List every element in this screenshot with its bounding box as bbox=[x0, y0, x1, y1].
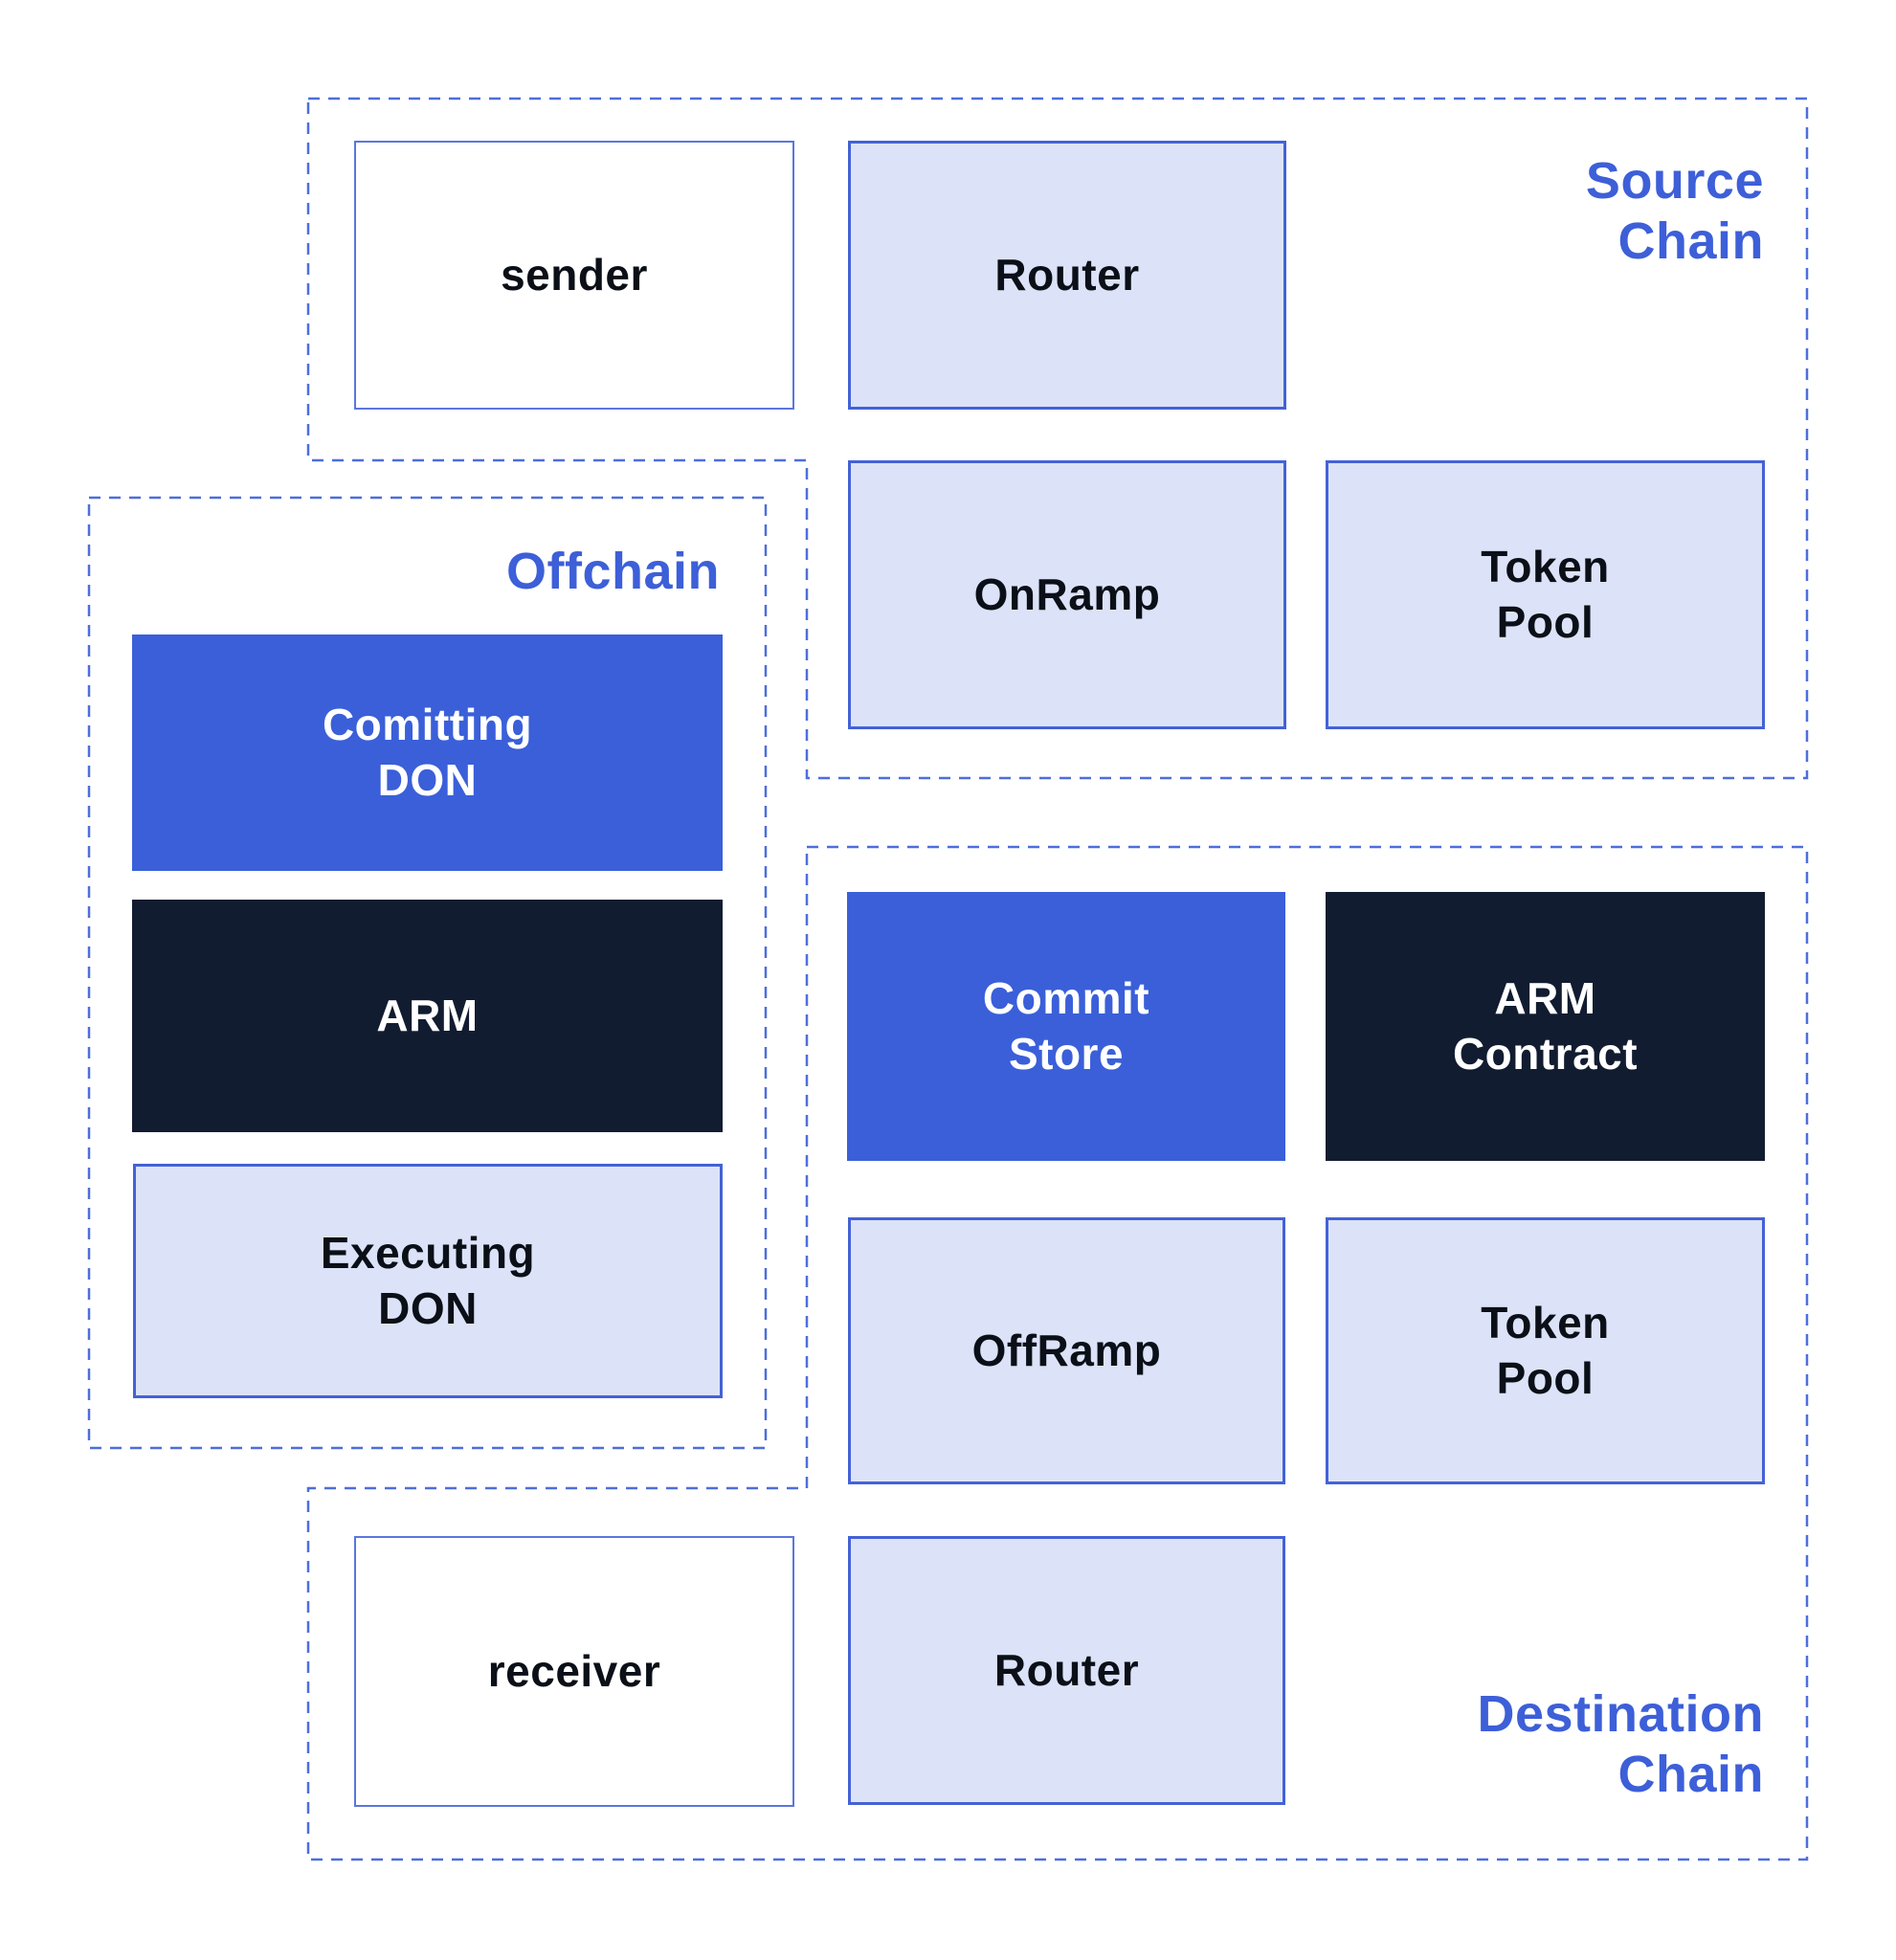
onramp-box: OnRamp bbox=[848, 460, 1286, 729]
receiver-box: receiver bbox=[354, 1536, 794, 1807]
source-chain-outline bbox=[306, 97, 1809, 780]
destination-chain-label: Destination Chain bbox=[1477, 1685, 1764, 1803]
offramp-box: OffRamp bbox=[848, 1217, 1285, 1484]
source-router-label: Router bbox=[994, 249, 1140, 300]
offramp-label: OffRamp bbox=[971, 1325, 1162, 1375]
source-token-pool-label: Token Pool bbox=[1481, 541, 1610, 647]
source-router-box: Router bbox=[848, 141, 1286, 410]
destination-router-box: Router bbox=[848, 1536, 1285, 1805]
source-chain-label: Source Chain bbox=[1585, 152, 1764, 270]
comitting-don-box: Comitting DON bbox=[132, 635, 723, 871]
commit-store-box: Commit Store bbox=[847, 892, 1285, 1161]
offchain-outline bbox=[87, 496, 768, 1450]
offchain-label: Offchain bbox=[505, 543, 720, 600]
destination-token-pool-label: Token Pool bbox=[1481, 1297, 1610, 1403]
sender-box: sender bbox=[354, 141, 794, 410]
source-token-pool-box: Token Pool bbox=[1326, 460, 1765, 729]
arm-box: ARM bbox=[132, 900, 723, 1132]
destination-router-label: Router bbox=[993, 1644, 1140, 1695]
arm-contract-box: ARM Contract bbox=[1326, 892, 1765, 1161]
onramp-label: OnRamp bbox=[973, 568, 1161, 619]
commit-store-label: Commit Store bbox=[982, 972, 1150, 1079]
executing-don-box: Executing DON bbox=[133, 1164, 723, 1398]
comitting-don-label: Comitting DON bbox=[322, 699, 533, 805]
arm-label: ARM bbox=[376, 990, 479, 1040]
receiver-label: receiver bbox=[487, 1645, 661, 1696]
sender-label: sender bbox=[501, 249, 648, 300]
arm-contract-label: ARM Contract bbox=[1452, 972, 1639, 1079]
destination-token-pool-box: Token Pool bbox=[1326, 1217, 1765, 1484]
executing-don-label: Executing DON bbox=[320, 1227, 536, 1333]
destination-chain-outline bbox=[306, 845, 1809, 1861]
